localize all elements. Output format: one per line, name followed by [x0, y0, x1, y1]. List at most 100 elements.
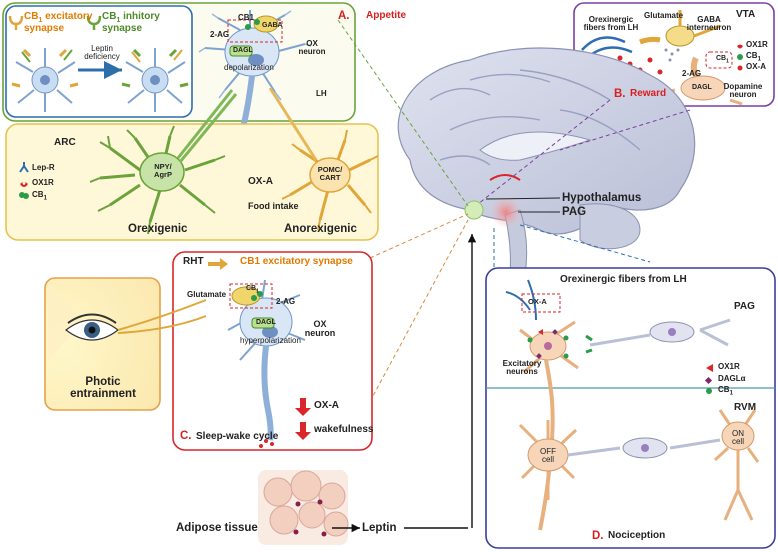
cb1-label-c: CB1 — [246, 285, 259, 295]
two-ag-label-a: 2-AG — [210, 30, 230, 39]
hypothalamus-label: Hypothalamus — [562, 192, 642, 204]
arc-label: ARC — [54, 137, 76, 148]
panel-d-letter: D. — [592, 530, 604, 542]
cb1-excitatory-synapse-label: CB1 excitatory synapse — [240, 256, 353, 267]
rht-fibers — [117, 299, 207, 334]
pag-interneuron — [589, 318, 731, 347]
rht-label: RHT — [183, 256, 204, 267]
rvm-off-cell — [518, 420, 578, 500]
cb1-label-a: CB1 — [238, 13, 255, 22]
d-cb1-icon — [706, 388, 712, 394]
ox1r-icon — [20, 182, 28, 187]
lep-r-label: Lep-R — [32, 163, 55, 172]
panel-c-title: Sleep-wake cycle — [196, 431, 279, 442]
dagl-label-a: DAGL — [233, 47, 253, 54]
two-ag-label-c: 2-AG — [276, 297, 296, 306]
hyperpolarization-label: hyperpolarization — [240, 336, 301, 345]
pag-excitatory-neuron — [505, 279, 579, 531]
connector-sleep — [369, 213, 469, 259]
oxa-legend-label-b: OX-A — [746, 62, 766, 71]
dagl-alpha-label-d: DAGLα — [718, 374, 746, 383]
lh-label: LH — [316, 89, 327, 98]
vta-cb1-icon — [737, 54, 743, 60]
ox1r-label-d: OX1R — [718, 362, 740, 371]
reward-circuit — [581, 10, 743, 106]
adipose-tissue-illustration — [258, 470, 349, 545]
ox-a-down-arrow — [295, 398, 311, 416]
ox-neuron-sleep — [227, 279, 306, 441]
lep-r-icon — [19, 162, 29, 173]
connector-reward — [477, 99, 611, 205]
wakefulness-label: wakefulness — [314, 424, 374, 435]
vta-ox1r-icon — [737, 44, 743, 49]
cb1-legend-icon — [19, 192, 29, 199]
food-intake-label: Food intake — [248, 201, 299, 211]
leptin-label: Leptin — [362, 522, 397, 534]
npy-agrp-neuron — [89, 89, 238, 235]
glutamate-label-c: Glutamate — [187, 290, 227, 299]
panel-d-title: Nociception — [608, 530, 666, 541]
anorexigenic-label: Anorexigenic — [284, 223, 357, 235]
rvm-label: RVM — [734, 402, 757, 413]
two-ag-label-b: 2-AG — [682, 69, 702, 78]
panel-c-box — [172, 251, 373, 451]
rvm-interneuron — [567, 438, 721, 457]
cb1-legend-label-d: CB1 — [718, 385, 733, 397]
gaba-label-a: GABA — [262, 22, 283, 29]
d-dagl-icon — [704, 376, 713, 385]
npy-agrp-label: NPY/AgrP — [154, 162, 172, 179]
wakefulness-down-arrow — [295, 422, 311, 440]
connector-sleep-2 — [359, 219, 469, 421]
adipose-tissue-label: Adipose tissue — [176, 522, 258, 534]
rvm-on-cell — [713, 409, 760, 521]
ox-a-label-c: OX-A — [314, 400, 339, 411]
inset-neuron-right — [121, 48, 189, 112]
oxa-label-d: OX-A — [528, 297, 547, 306]
cb1-legend-label-b: CB1 — [746, 51, 761, 63]
excitatory-synapse-icon — [8, 15, 24, 30]
pomc-cart-neuron — [268, 87, 379, 231]
dagl-label-b: DAGL — [692, 84, 712, 91]
vta-oxa-icon — [737, 65, 743, 71]
d-ox1r-icon — [706, 364, 713, 372]
cb1-legend-label-a: CB1 — [32, 190, 47, 202]
eye-icon — [65, 313, 119, 341]
ox1r-label-a: OX1R — [32, 178, 54, 187]
connector-nociception — [519, 224, 651, 263]
connector-appetite — [337, 19, 469, 207]
rvm-interneuron-nucleus — [641, 444, 649, 452]
depolarization-label: depolarization — [224, 63, 274, 72]
inhibitory-synapse-icon — [86, 15, 102, 30]
glutamate-label-b: Glutamate — [644, 11, 684, 20]
brain-illustration — [397, 47, 696, 276]
panel-a-title: Appetite — [366, 10, 406, 21]
ox1r-label-b: OX1R — [746, 40, 768, 49]
ox-a-label-a: OX-A — [248, 176, 273, 187]
vta-label: VTA — [736, 9, 756, 20]
hypothalamus-pointer — [485, 197, 561, 200]
panel-c-letter: C. — [180, 430, 192, 442]
connector-reward-2 — [559, 109, 691, 151]
panel-a-letter: A. — [338, 10, 350, 22]
light-cone — [48, 282, 84, 360]
pag-label: PAG — [562, 206, 587, 218]
rht-arrow — [208, 258, 228, 270]
pomc-cart-label: POMC/CART — [317, 165, 343, 182]
hypothalamus-highlight — [464, 200, 484, 220]
pag-interneuron-nucleus — [668, 328, 676, 336]
inset-neuron-left — [11, 48, 79, 112]
pag-marker-dots — [527, 329, 569, 359]
